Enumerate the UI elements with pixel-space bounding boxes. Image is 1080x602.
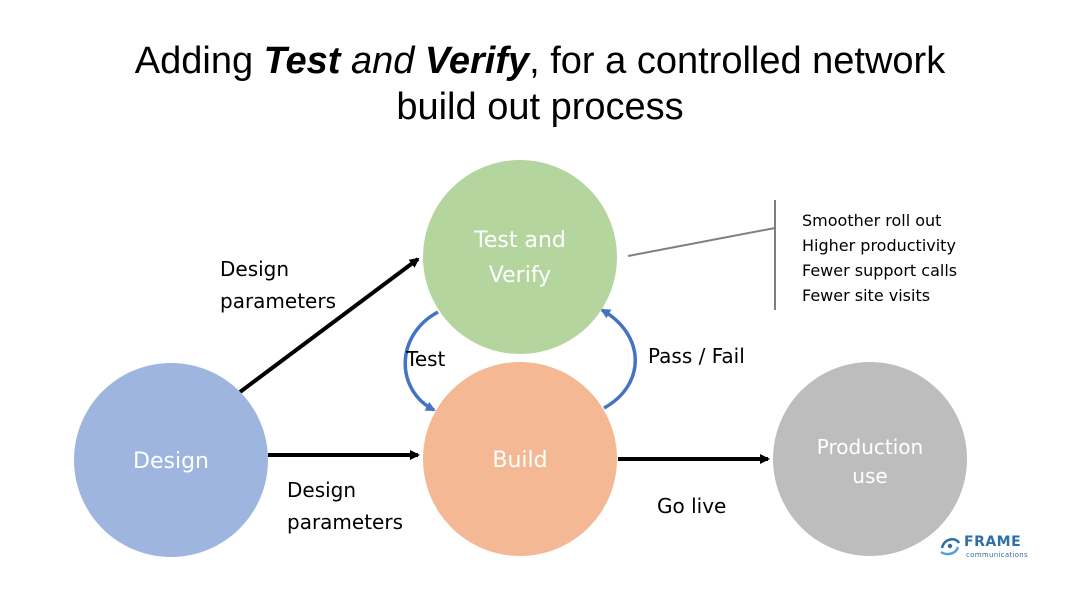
benefit-item: Fewer site visits (802, 286, 931, 305)
arrow-test-to-build (403, 310, 439, 412)
arrow-build-to-test (600, 308, 637, 410)
callout-connector (627, 227, 776, 257)
node-production-label-2: use (852, 464, 887, 488)
edge-label-design-to-build-1: Design (287, 478, 356, 502)
node-build (423, 362, 617, 556)
benefits-list: Smoother roll out Higher productivity Fe… (802, 208, 957, 308)
node-test-verify-label-2: Verify (489, 263, 551, 288)
edge-label-design-to-test-1: Design (220, 257, 289, 281)
benefit-item: Higher productivity (802, 236, 956, 255)
logo-name: FRAME (964, 534, 1022, 550)
edge-label-design-to-test-2: parameters (220, 289, 336, 313)
edge-label-test: Test (405, 347, 446, 371)
node-test-verify-label-1: Test and (473, 228, 566, 253)
benefit-item: Smoother roll out (802, 211, 942, 230)
title-line-2: build out process (396, 86, 684, 128)
benefit-item: Fewer support calls (802, 261, 958, 280)
edge-label-go-live: Go live (657, 494, 726, 518)
frame-logo-icon (940, 538, 961, 556)
node-production-label-1: Production (817, 435, 923, 459)
title-line-1: Adding Test and Verify, for a controlled… (134, 40, 946, 82)
node-design-label: Design (133, 449, 209, 474)
slide-title: Adding Test and Verify, for a controlled… (0, 38, 1080, 130)
node-design (74, 363, 268, 557)
edge-label-pass-fail: Pass / Fail (648, 344, 745, 368)
node-build-label: Build (492, 448, 547, 473)
node-production (773, 362, 967, 556)
arrow-design-to-test (238, 257, 420, 394)
node-test-verify (423, 160, 617, 354)
edge-label-design-to-build-2: parameters (287, 510, 403, 534)
frame-logo: FRAME communications (938, 532, 1048, 562)
logo-tagline: communications (966, 551, 1028, 559)
